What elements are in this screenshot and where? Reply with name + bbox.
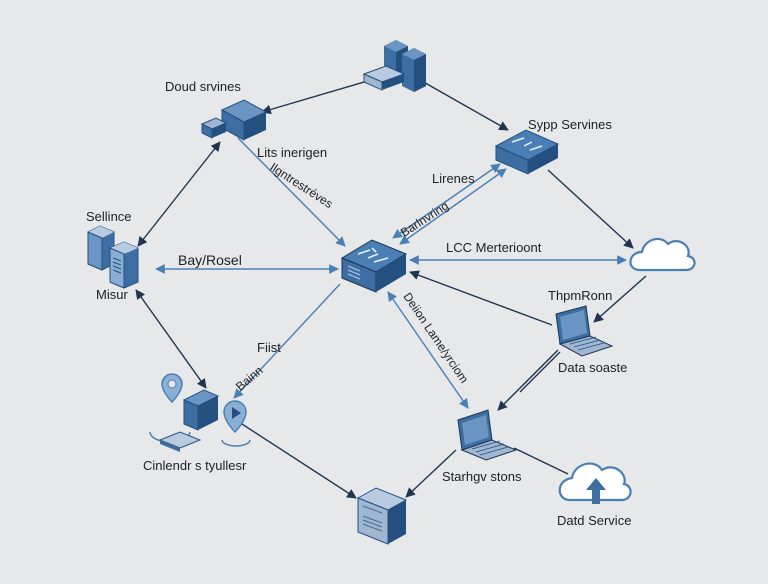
node-label-sypp-services: Sypp Servines [528, 117, 612, 132]
server-tower-icon-sellince[interactable] [87, 225, 139, 289]
server-rack-icon[interactable] [362, 40, 426, 92]
edge-cloudsvc-sellince [137, 141, 221, 247]
edge-cinlendr-bottomserver [241, 423, 357, 499]
edge-top-to-sypp [419, 79, 509, 131]
edge-cloudsvc-core [237, 137, 346, 247]
edge-thpm-starhgv [497, 349, 559, 411]
cloud-icon[interactable] [629, 237, 696, 272]
edge-cloud-thpm [593, 275, 647, 323]
node-label-cloud-services: Doud srvines [165, 79, 241, 94]
edge-core-thpm [409, 270, 553, 326]
edge-starhgv-bottomserver [405, 449, 457, 498]
node-label-thpmronn: ThpmRonn [548, 288, 613, 303]
location-device-icon[interactable] [149, 373, 251, 452]
switch-icon-sypp[interactable] [494, 129, 560, 175]
edge-core-cinlendr [233, 283, 341, 399]
node-label-datd-service: Datd Service [557, 513, 632, 528]
server-tower-icon-bottom[interactable] [356, 487, 408, 545]
cloud-upload-icon[interactable] [558, 462, 632, 504]
edge-sellince-cinlendr [135, 289, 207, 389]
edge-label-lits-inerigen: Lits inerigen [257, 145, 328, 160]
node-label-cinlendr: Cinlendr s tyullesr [143, 458, 247, 473]
router-icon[interactable] [200, 99, 268, 141]
edge-sypp-core-2 [399, 168, 507, 245]
edge-label-fiist: Fiist [257, 340, 281, 355]
switch-icon-core[interactable] [340, 239, 408, 293]
edge-sypp-cloud [547, 169, 634, 249]
edge-starhgv-datd [513, 447, 569, 475]
edge-label-bay-rosel: Bay/Rosel [178, 252, 242, 268]
node-sublabel-misur: Misur [96, 287, 128, 302]
edges [135, 74, 647, 499]
edge-core-starhgv [387, 291, 469, 409]
laptop-icon-thpm[interactable] [555, 305, 614, 357]
node-label-sellince: Sellince [86, 209, 132, 224]
node-sublabel-data-soaste: Data soaste [558, 360, 628, 375]
edge-thpm-down [519, 351, 561, 393]
edge-label-lirenes: Lirenes [432, 171, 475, 186]
laptop-icon-starhgv[interactable] [457, 409, 518, 461]
node-label-starhgv: Starhgv stons [442, 469, 522, 484]
edge-label-lcc-merterioont: LCC Merterioont [446, 240, 542, 255]
